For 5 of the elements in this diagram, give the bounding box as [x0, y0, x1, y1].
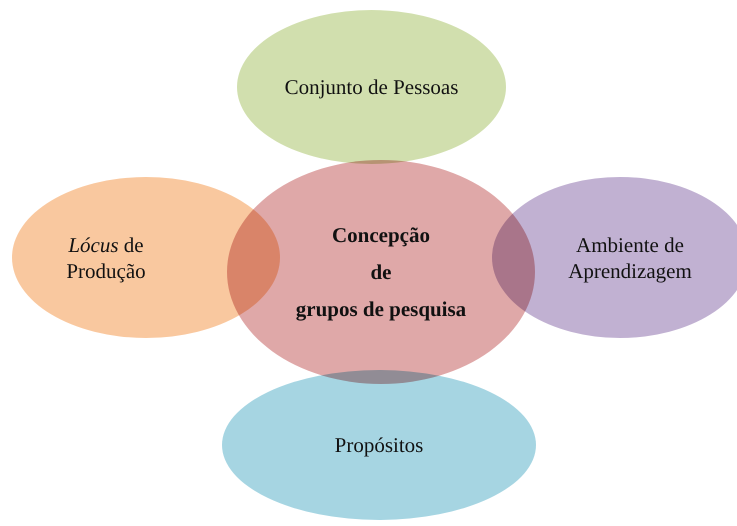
node-label: Concepção de grupos de pesquisa [294, 222, 468, 323]
node-label: Propósitos [334, 432, 424, 458]
node-label: Conjunto de Pessoas [284, 74, 460, 100]
node-label: Ambiente de Aprendizagem [567, 231, 693, 284]
node-label: Lócus de Produção [65, 231, 147, 284]
